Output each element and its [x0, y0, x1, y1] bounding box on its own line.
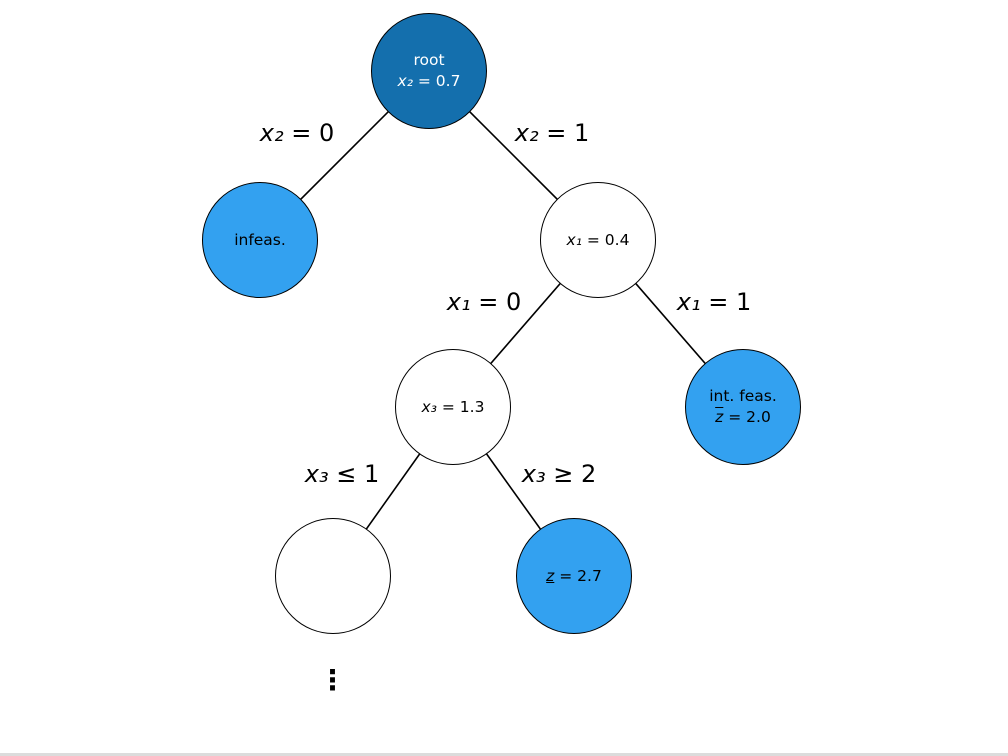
node-zbound-rest: = 2.7 [554, 566, 602, 585]
edge-label-x1-left: x₁ = 0 [447, 288, 521, 316]
edge-label-x3-right-var: x₃ [521, 460, 546, 488]
edge-label-root-left: x₂ = 0 [260, 119, 334, 147]
tree-node-x3: x₃ = 1.3 [395, 349, 511, 465]
node-int-feasible-rest: = 2.0 [723, 408, 771, 426]
node-root-title: root [413, 51, 445, 69]
node-int-feasible-value: z = 2.0 [715, 407, 771, 428]
edge-label-x1-right-rest: = 1 [700, 288, 752, 316]
node-infeasible-label: infeas. [234, 230, 286, 249]
node-int-feasible-label: int. feas. [709, 387, 777, 405]
node-int-feasible-var: z [715, 408, 724, 426]
tree-node-zbound: z = 2.7 [516, 518, 632, 634]
edge-label-x1-left-var: x₁ [446, 288, 471, 316]
tree-node-open [275, 518, 391, 634]
edge-label-x3-left-var: x₃ [304, 460, 329, 488]
edge-label-root-left-var: x₂ [259, 119, 284, 147]
node-root-value: x₂ = 0.7 [398, 71, 461, 92]
tree-node-x1: x₁ = 0.4 [540, 182, 656, 298]
tree-node-int-feasible: int. feas. z = 2.0 [685, 349, 801, 465]
edge-label-x1-right: x₁ = 1 [677, 288, 751, 316]
node-x3-var: x₃ [421, 397, 437, 416]
edge-label-x1-left-rest: = 0 [470, 288, 522, 316]
edge-label-root-right-rest: = 1 [538, 119, 590, 147]
edge-label-x3-left-rest: ≤ 1 [328, 460, 380, 488]
tree-node-infeasible: infeas. [202, 182, 318, 298]
edge-label-root-right: x₂ = 1 [515, 119, 589, 147]
node-x1-rest: = 0.4 [581, 230, 630, 249]
continuation-ellipsis: ⋮ [318, 663, 348, 697]
edge-label-x3-right: x₃ ≥ 2 [522, 460, 596, 488]
edge-label-root-right-var: x₂ [514, 119, 539, 147]
node-root-var: x₂ [397, 72, 413, 90]
edge-label-x1-right-var: x₁ [676, 288, 701, 316]
node-zbound-value: z = 2.7 [546, 566, 602, 587]
tree-node-root: root x₂ = 0.7 [371, 13, 487, 129]
node-zbound-var: z [546, 566, 555, 585]
node-x1-var: x₁ [566, 230, 582, 249]
window-bottom-edge [0, 753, 1008, 756]
edge-label-x3-right-rest: ≥ 2 [545, 460, 597, 488]
node-x1-value: x₁ = 0.4 [567, 230, 630, 251]
node-x3-value: x₃ = 1.3 [422, 397, 485, 418]
edge-label-x3-left: x₃ ≤ 1 [305, 460, 379, 488]
node-x3-rest: = 1.3 [436, 397, 485, 416]
edge-label-root-left-rest: = 0 [283, 119, 335, 147]
node-root-rest: = 0.7 [412, 72, 461, 90]
